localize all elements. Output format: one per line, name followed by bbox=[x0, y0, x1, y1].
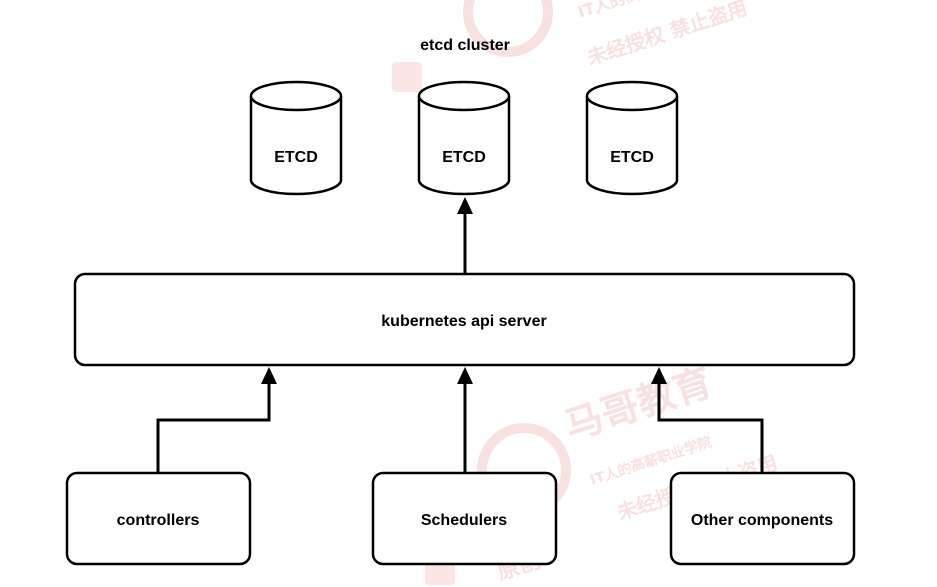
cluster-title: etcd cluster bbox=[420, 37, 510, 54]
arrow-schedulers-to-api bbox=[457, 367, 473, 472]
etcd-node-3-label: ETCD bbox=[610, 149, 654, 166]
etcd-node-2-label: ETCD bbox=[442, 149, 486, 166]
other-components-box: Other components bbox=[669, 471, 856, 566]
watermark-figure-icon bbox=[392, 62, 422, 92]
api-server-box: kubernetes api server bbox=[73, 272, 856, 367]
schedulers-box: Schedulers bbox=[371, 471, 558, 566]
controllers-label: controllers bbox=[117, 512, 200, 529]
arrow-api-to-etcd bbox=[457, 197, 473, 273]
schedulers-label: Schedulers bbox=[421, 512, 507, 529]
etcd-node-1: ETCD bbox=[249, 80, 343, 196]
arrow-other-to-api bbox=[651, 367, 764, 472]
other-components-label: Other components bbox=[691, 512, 833, 529]
arrow-controllers-to-api bbox=[156, 367, 277, 472]
etcd-node-1-label: ETCD bbox=[274, 149, 318, 166]
watermark-brand: 马哥教育 bbox=[559, 360, 717, 449]
etcd-node-2: ETCD bbox=[417, 80, 511, 196]
etcd-node-3: ETCD bbox=[585, 80, 679, 196]
controllers-box: controllers bbox=[65, 471, 252, 566]
api-server-label: kubernetes api server bbox=[381, 313, 546, 330]
watermark-logo-icon bbox=[463, 0, 553, 57]
